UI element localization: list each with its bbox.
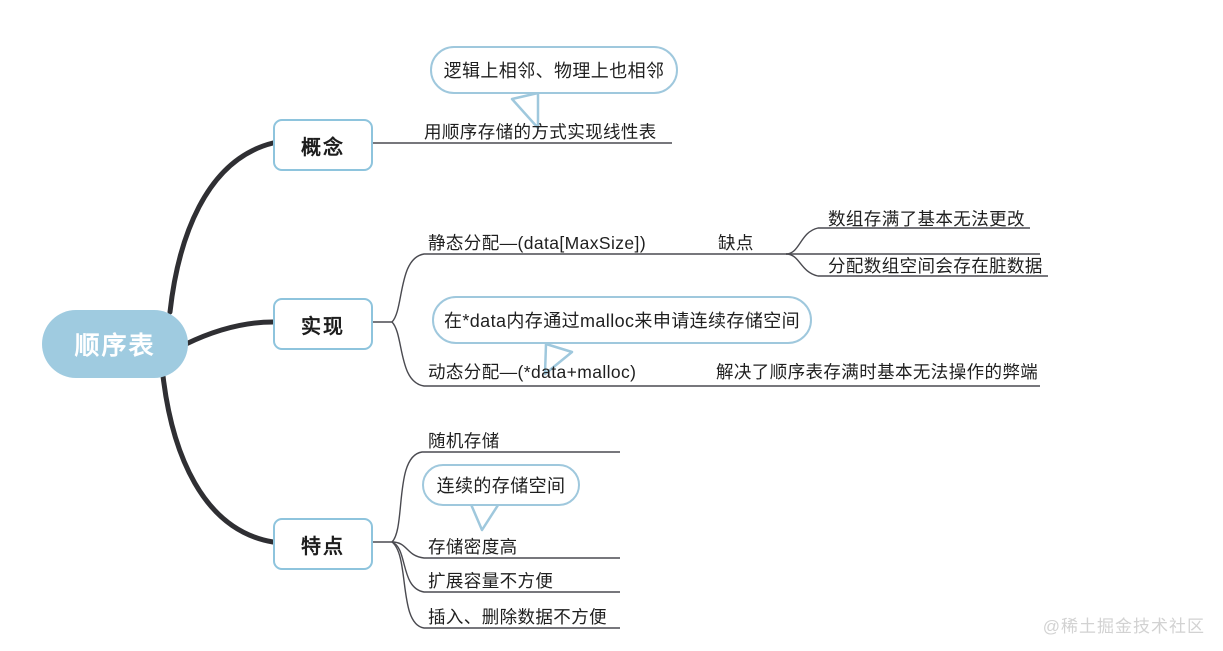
leaf-gainian-1[interactable]: 用顺序存储的方式实现线性表 [424,122,657,142]
branch-node-tedian[interactable]: 特点 [273,518,373,570]
connector-quedian-sub-1 [785,227,1030,255]
leaf-shixian-static[interactable]: 静态分配—(data[MaxSize]) [428,233,647,253]
callout-shixian[interactable]: 在*data内存通过malloc来申请连续存储空间 [432,296,812,344]
root-node[interactable]: 顺序表 [42,310,188,378]
leaf-shixian-quedian[interactable]: 缺点 [718,233,754,253]
callout-shixian-label: 在*data内存通过malloc来申请连续存储空间 [443,311,801,331]
callout-tedian-label: 连续的存储空间 [436,476,566,496]
branch-node-shixian-label: 实现 [301,315,345,338]
leaf-shixian-dynamic-note[interactable]: 解决了顺序表存满时基本无法操作的弊端 [716,362,1039,382]
leaf-tedian-2[interactable]: 存储密度高 [428,537,518,557]
branch-node-gainian[interactable]: 概念 [273,119,373,171]
callout-gainian[interactable]: 逻辑上相邻、物理上也相邻 [430,46,678,94]
leaf-tedian-4[interactable]: 插入、删除数据不方便 [428,607,607,627]
watermark: @稀土掘金技术社区 [1042,617,1205,636]
callout-gainian-label: 逻辑上相邻、物理上也相邻 [443,61,665,81]
callout-tail-tedian [468,500,502,532]
leaf-tedian-3[interactable]: 扩展容量不方便 [428,571,554,591]
leaf-tedian-1[interactable]: 随机存储 [428,431,500,451]
branch-node-gainian-label: 概念 [301,136,345,159]
leaf-quedian-sub-2[interactable]: 分配数组空间会存在脏数据 [828,256,1043,276]
branch-node-tedian-label: 特点 [301,535,345,558]
connector-root-to-shixian [183,319,276,347]
root-node-label: 顺序表 [74,332,156,360]
leaf-quedian-sub-1[interactable]: 数组存满了基本无法更改 [828,209,1025,229]
connector-root-to-gainian [167,140,276,315]
leaf-shixian-dynamic[interactable]: 动态分配—(*data+malloc) [428,362,637,382]
connector-root-to-tedian [160,373,276,545]
branch-node-shixian[interactable]: 实现 [273,298,373,350]
callout-tedian[interactable]: 连续的存储空间 [422,464,580,506]
